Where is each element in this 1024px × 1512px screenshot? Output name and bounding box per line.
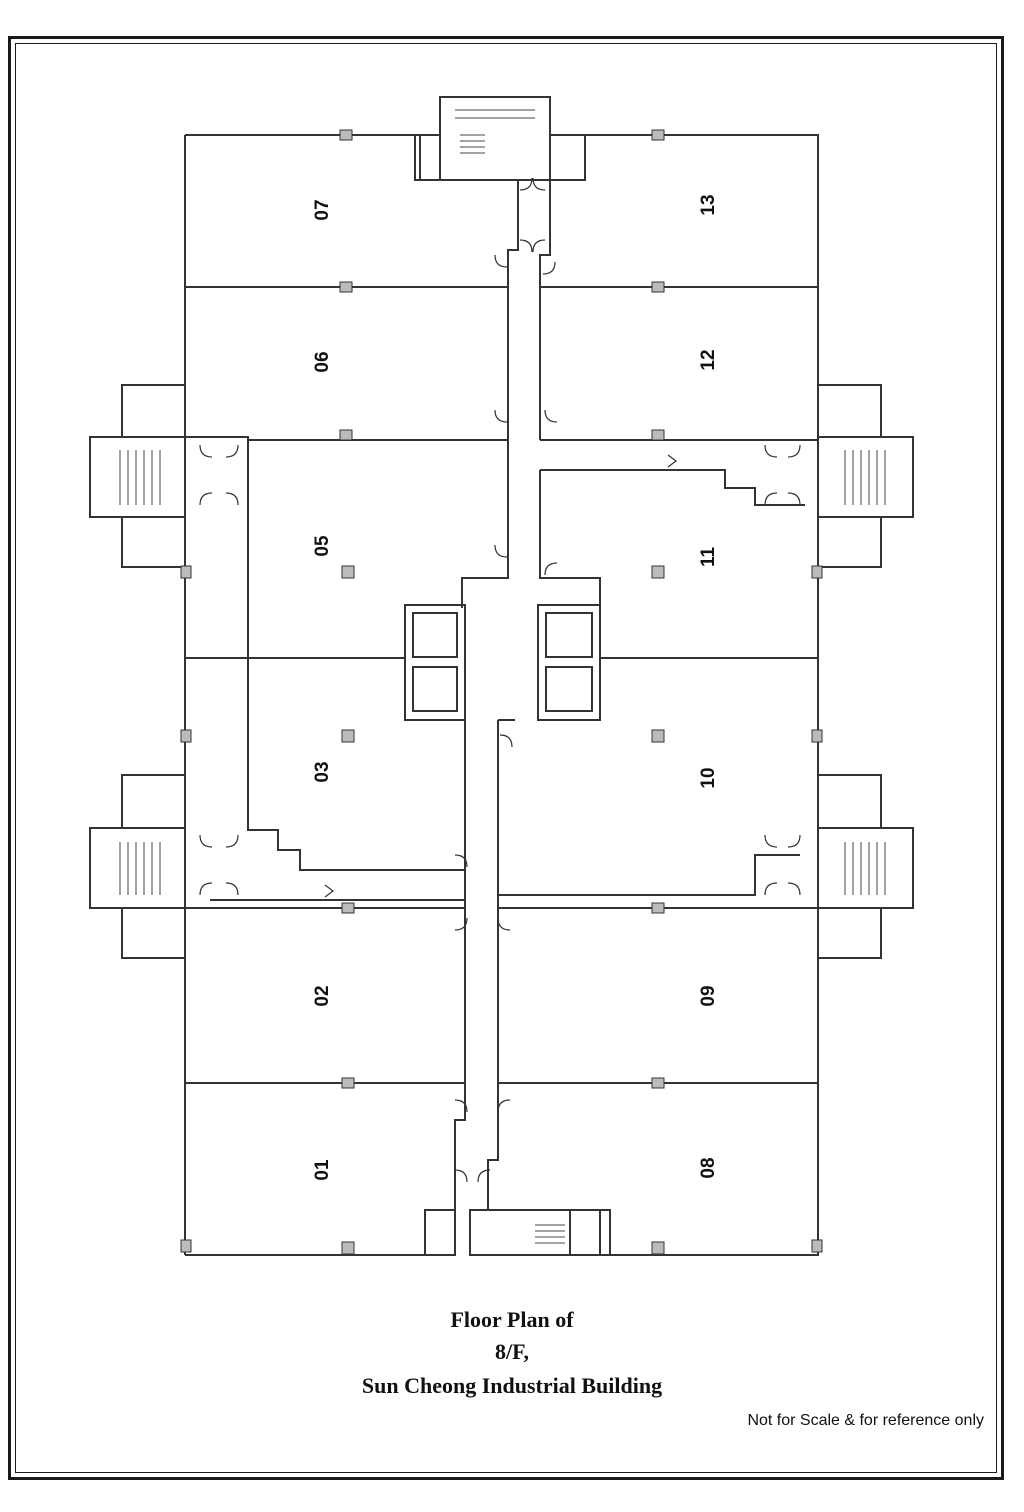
caption-line-3: Sun Cheong Industrial Building xyxy=(361,1373,663,1398)
right-lower-toilet-bottom xyxy=(817,907,882,959)
caption-line-1: Floor Plan of xyxy=(450,1307,574,1332)
left-upper-toilet-top xyxy=(121,384,186,438)
unit-label-06: 06 xyxy=(312,351,333,372)
left-upper-stair-block xyxy=(89,436,186,518)
bottom-toilet-right xyxy=(569,1209,601,1256)
top-stair-toilet-left xyxy=(414,134,441,181)
corridor-right-lower xyxy=(469,720,499,1255)
divider-06-05 xyxy=(185,436,508,441)
inner-border xyxy=(15,43,997,1473)
outer-border xyxy=(8,36,1004,1480)
columns xyxy=(180,129,823,1255)
corridor-left-lower xyxy=(454,720,466,1255)
doors xyxy=(199,177,801,1183)
lift-car-left-2 xyxy=(412,666,458,712)
unit-labels: 07 06 05 03 02 01 13 12 11 10 09 08 xyxy=(312,194,719,1180)
corridor-right-upper xyxy=(539,180,551,440)
unit-label-08: 08 xyxy=(698,1157,719,1178)
right-outer-wall xyxy=(585,134,819,1256)
unit-label-05: 05 xyxy=(312,535,333,557)
right-upper-toilet-bottom xyxy=(817,516,882,568)
unit-label-07: 07 xyxy=(312,199,333,220)
unit-label-13: 13 xyxy=(698,194,719,215)
right-upper-stair-block xyxy=(817,436,914,518)
right-upper-toilet-top xyxy=(817,384,882,438)
left-upper-toilet-bottom xyxy=(121,516,186,568)
bottom-toilet-left xyxy=(424,1209,456,1256)
right-passage-upper xyxy=(540,469,805,506)
right-lower-stair-block xyxy=(817,827,914,909)
bottom-stair-block xyxy=(469,1209,611,1256)
lift-car-left-1 xyxy=(412,612,458,658)
left-lower-toilet-top xyxy=(121,774,186,829)
unit-label-01: 01 xyxy=(312,1159,333,1181)
corridor-left-upper xyxy=(461,180,519,608)
left-lower-stair-block xyxy=(89,827,186,909)
stair-treads xyxy=(119,109,886,1244)
disclaimer-note: Not for Scale & for reference only xyxy=(747,1412,984,1429)
unit-label-11: 11 xyxy=(698,547,719,568)
top-stair-block xyxy=(439,96,551,181)
lift-shaft-left xyxy=(404,604,466,721)
caption-line-2: 8/F, xyxy=(494,1339,530,1364)
right-lower-toilet-top xyxy=(817,774,882,829)
lift-shaft-right xyxy=(537,604,601,721)
left-top-wall xyxy=(185,134,421,180)
lift-car-right-2 xyxy=(545,666,593,712)
walls xyxy=(89,96,914,1256)
left-passage-lower xyxy=(247,440,465,871)
unit-label-03: 03 xyxy=(312,761,333,782)
left-lower-toilet-bottom xyxy=(121,907,186,959)
unit-label-12: 12 xyxy=(698,349,719,370)
top-stair-toilet-right xyxy=(549,134,586,181)
unit-label-10: 10 xyxy=(698,767,719,788)
lift-car-right-1 xyxy=(545,612,593,658)
right-passage-lower xyxy=(498,854,800,896)
unit-label-09: 09 xyxy=(698,985,719,1006)
corridor-right-mid xyxy=(539,470,601,608)
unit-label-02: 02 xyxy=(312,985,333,1006)
